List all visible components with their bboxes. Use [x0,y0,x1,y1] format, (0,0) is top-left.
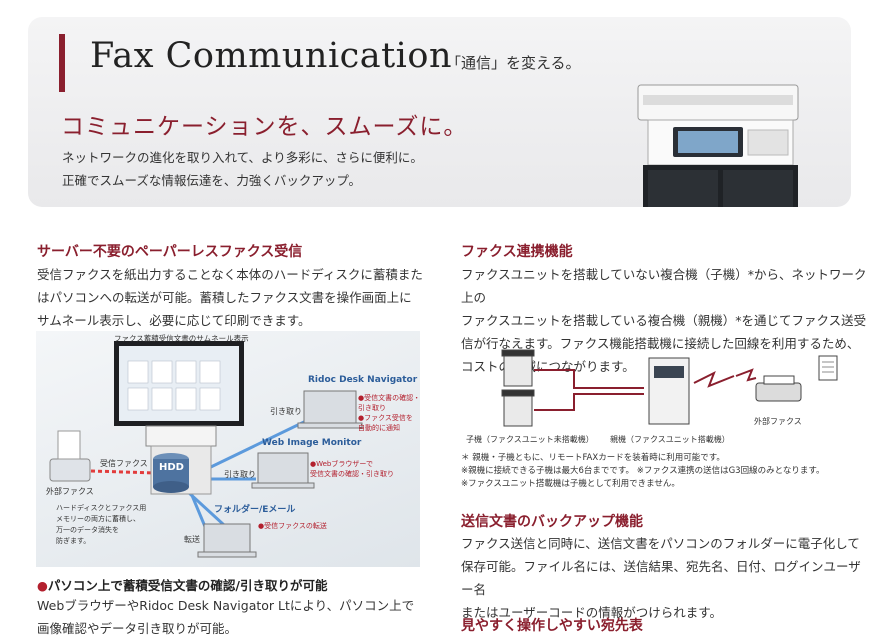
body-line: WebブラウザーやRidoc Desk Navigator Ltにより、パソコン… [37,598,415,613]
note-line: ※親機に接続できる子機は最大6台までです。 ※ファクス連携の送信はG3回線のみと… [461,466,825,476]
ridoc-note-line: 自動的に通知 [358,424,400,432]
left-subheading: ●パソコン上で蓄積受信文書の確認/引き取りが可能 [37,575,328,594]
parent-machine-label: 親機（ファクスユニット搭載機） [610,435,730,444]
body-line: 信が行なえます。ファクス機能搭載機に接続した回線を利用するため、 [461,336,860,351]
ridoc-note-line: ●ファクス受信を [358,414,413,422]
banner-description: ネットワークの進化を取り入れて、より多彩に、さらに便利に。 正確でスムーズな情報… [62,146,423,192]
web-notes: ●Webブラウザーで 受信文書の確認・引き取り [310,459,394,479]
body-line: ファクスユニットを搭載していない複合機（子機）*から、ネットワーク上の [461,267,867,305]
banner-catchphrase: コミュニケーションを、スムーズに。 [61,114,468,140]
incoming-fax-label: 受信ファクス [100,459,148,468]
web-note-line: 受信文書の確認・引き取り [310,470,394,478]
section-body-paperless-fax: 受信ファクスを紙出力することなく本体のハードディスクに蓄積また はパソコンへの転… [37,263,423,332]
body-line: 保存可能。ファイル名には、送信結果、宛先名、日付、ログインユーザー名 [461,559,861,597]
folder-email-label: フォルダー/Eメール [214,505,296,515]
banner-subtitle: 「通信」を変える。 [446,54,581,72]
section-body-backup: ファクス送信と同時に、送信文書をパソコンのフォルダーに電子化して 保存可能。ファ… [461,532,872,624]
child-machine-label: 子機（ファクスユニット未搭載機） [466,435,594,444]
body-line: サムネール表示し、必要に応じて印刷できます。 [37,313,311,328]
ridoc-notes: ●受信文書の確認・ 引き取り ●ファクス受信を 自動的に通知 [358,393,420,433]
body-line: はパソコンへの転送が可能。蓄積したファクス文書を操作画面上に [37,290,412,305]
body-line: ファクス送信と同時に、送信文書をパソコンのフォルダーに電子化して [461,536,860,551]
external-fax-label: 外部ファクス [46,487,94,496]
fax-link-diagram [501,349,838,427]
section-title-backup: 送信文書のバックアップ機能 [461,514,643,530]
section-title-address-book: 見やすく操作しやすい宛先表 [461,618,643,634]
bullet-icon: ● [37,578,48,593]
hdd-note-line: ハードディスクとファクス用 [56,504,147,512]
external-fax-label: 外部ファクス [754,417,802,426]
hdd-note-line: メモリーの両方に蓄積し、 [56,515,140,523]
accent-bar [59,34,65,92]
ridoc-label: Ridoc Desk Navigator Lt [308,375,420,385]
fax-link-notes: ＊ 親機・子機ともに、リモートFAXカードを装着時に利用可能です。 ※親機に接続… [461,452,824,491]
banner-title: Fax Communication [90,36,452,76]
hdd-note: ハードディスクとファクス用 メモリーの両方に蓄積し、 万一のデータ消失を 防ぎま… [56,503,146,547]
body-line: またはユーザーコードの情報がつけられます。 [461,605,723,620]
printer-illustration [637,84,799,207]
screen-title-label: ファクス蓄積受信文書のサムネール表示 [114,334,249,343]
body-line: 画像確認やデータ引き取りが可能。 [37,621,238,636]
pickup-label: 引き取り [270,407,302,416]
banner-desc-line: 正確でスムーズな情報伝達を、力強くバックアップ。 [62,173,362,188]
web-image-monitor-label: Web Image Monitor [262,438,362,448]
hdd-note-line: 防ぎます。 [56,537,91,545]
diagram-graphics [49,341,363,558]
note-line: ※ファクスユニット搭載機は子機として利用できません。 [461,479,680,489]
paperless-fax-diagram: ファクス蓄積受信文書のサムネール表示 HDD 受信ファクス 外部ファクス ハード… [36,331,420,567]
section-title-paperless-fax: サーバー不要のペーパーレスファクス受信 [37,244,303,260]
ridoc-note-line: ●受信文書の確認・ [358,394,420,402]
hdd-note-line: 万一のデータ消失を [56,526,119,534]
ridoc-note-line: 引き取り [358,404,386,412]
folder-note: ●受信ファクスの転送 [258,522,327,530]
header-banner: Fax Communication 「通信」を変える。 コミュニケーションを、ス… [28,17,851,207]
transfer-label: 転送 [184,535,200,544]
left-subbody: WebブラウザーやRidoc Desk Navigator Ltにより、パソコン… [37,594,414,640]
web-note-line: ●Webブラウザーで [310,460,373,468]
left-subheading-text: パソコン上で蓄積受信文書の確認/引き取りが可能 [47,578,328,593]
hdd-label: HDD [159,462,184,473]
pickup-label: 引き取り [224,470,256,479]
section-title-fax-link: ファクス連携機能 [461,244,573,260]
banner-desc-line: ネットワークの進化を取り入れて、より多彩に、さらに便利に。 [62,150,423,165]
body-line: ファクスユニットを搭載している複合機（親機）*を通じてファクス送受 [461,313,867,328]
note-line: ＊ 親機・子機ともに、リモートFAXカードを装着時に利用可能です。 [461,453,725,463]
body-line: 受信ファクスを紙出力することなく本体のハードディスクに蓄積また [37,267,423,282]
